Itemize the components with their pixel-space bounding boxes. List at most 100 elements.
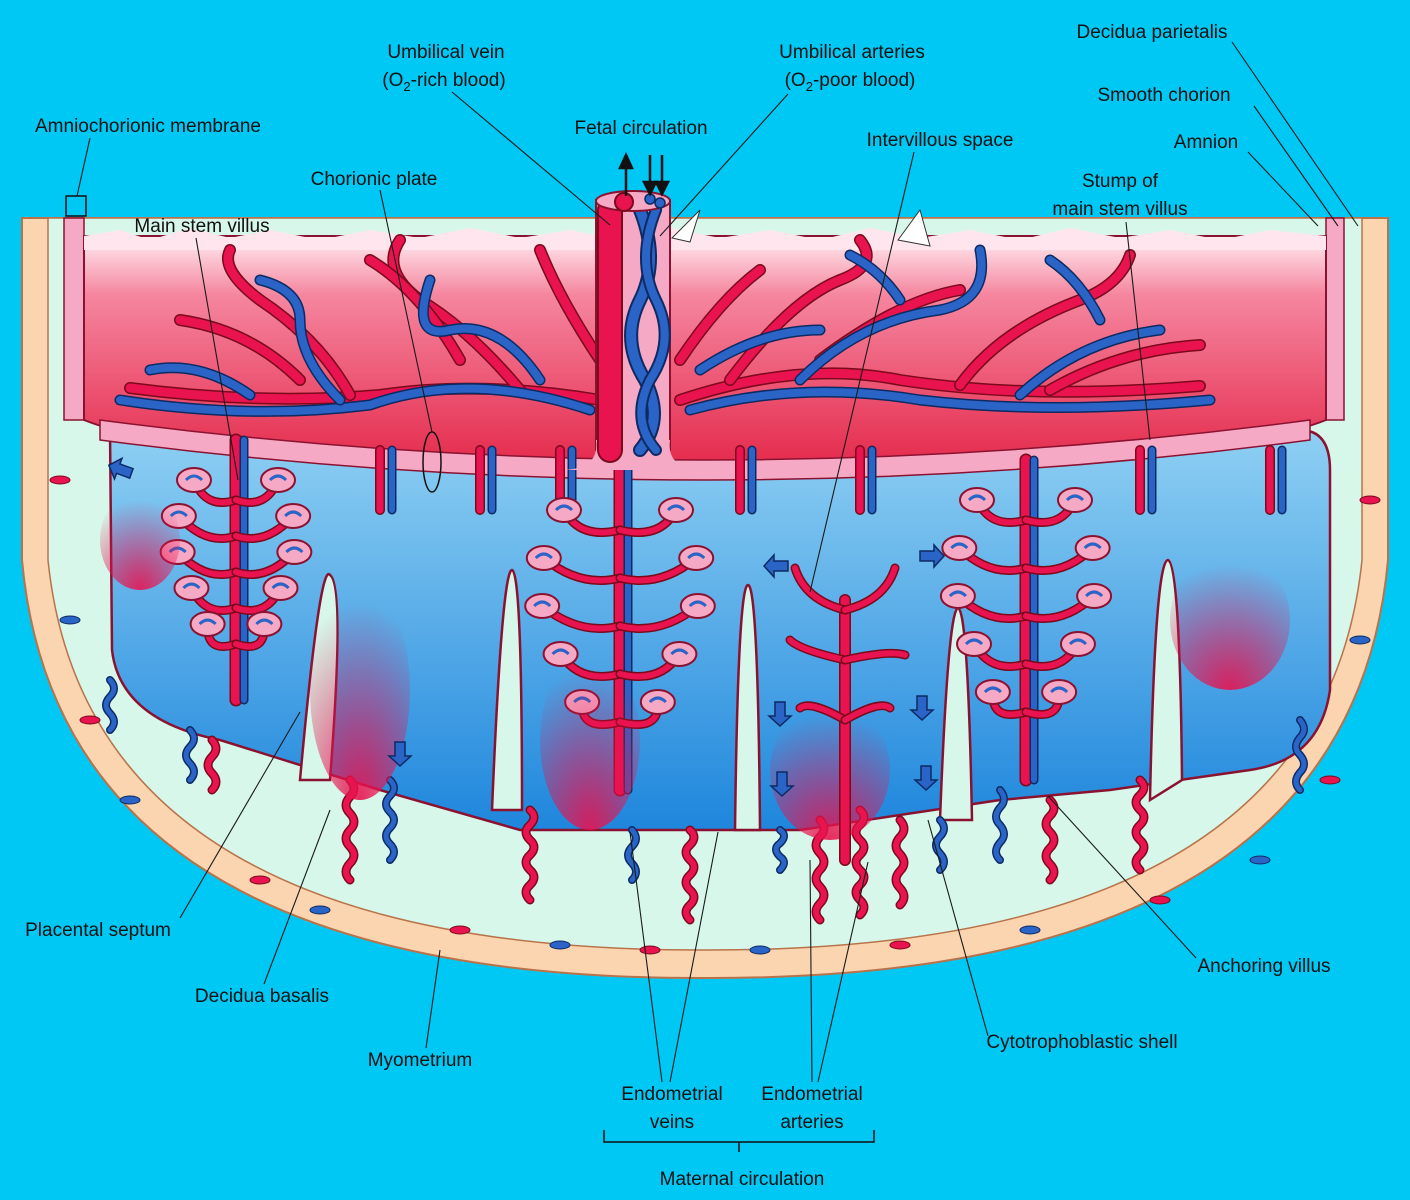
tree-0-villus-4-l [189, 611, 226, 637]
decidual-vessel-section-13 [1249, 855, 1271, 865]
fountain-right-mid [842, 650, 908, 663]
spiral-artery-7 [1133, 777, 1147, 873]
chorionic-artery-11 [675, 265, 765, 365]
label-amnion: Amnion [1174, 132, 1238, 153]
label-amniochorionic-membrane: Amniochorionic membrane [35, 116, 261, 137]
flow-arrow-down-2-shape [769, 771, 795, 798]
chorionic-artery-4 [175, 315, 305, 385]
flow-arrow-down-4 [913, 765, 939, 792]
label-maternal-circulation: Maternal circulation [660, 1169, 825, 1190]
maternal-circulation-bracket [603, 1130, 875, 1152]
decidual-vessel-section-0 [49, 475, 71, 485]
label-umbilical-arteries-sub: (O2-poor blood) [785, 70, 916, 94]
tree-1-capillary-3-l [551, 648, 570, 656]
label-endometrial-veins-2: veins [650, 1112, 694, 1133]
fountain-right-low [842, 702, 893, 723]
maternal-vein-6 [1293, 717, 1307, 793]
flow-arrow-up-left-shape [107, 456, 135, 482]
spiral-artery-0 [205, 737, 219, 793]
tree-2-villus-3-l [956, 631, 993, 657]
chorionic-artery-3 [223, 245, 355, 400]
label-decidua-basalis: Decidua basalis [195, 986, 329, 1007]
chorionic-vein-3 [146, 363, 254, 399]
flow-arrow-up-left [107, 456, 135, 482]
leader-lines [76, 41, 1359, 1083]
decidual-vessel-section-6 [449, 925, 471, 935]
label-umbilical-vein-sub: (O2-rich blood) [382, 70, 505, 94]
maternal-blood-jet-2 [770, 700, 890, 840]
chorionic-vein-0 [116, 384, 594, 416]
label-main-stem-villus: Main stem villus [134, 216, 269, 237]
tree-1-villus-1-l [525, 545, 562, 571]
tree-2-villus-4-l [974, 679, 1011, 705]
tree-0-capillary-3-r [271, 582, 290, 590]
chorionic-vessel-network [114, 234, 1287, 515]
tree-1-capillary-1-r [687, 552, 706, 560]
tree-1-capillary-0-r [666, 504, 686, 512]
tree-2-capillary-2-r [1085, 590, 1104, 598]
amniochorionic-marker [65, 195, 87, 217]
tree-1-villus-2-l [524, 593, 561, 619]
decidual-vessel-section-2 [79, 715, 101, 725]
flow-arrow-down-2 [769, 771, 795, 798]
tree-2-villus-1-r [1074, 535, 1111, 561]
tree-1-villus-4-r [639, 689, 676, 715]
tree-2-villus-4-r [1041, 679, 1078, 705]
spiral-artery-6 [893, 817, 907, 908]
spiral-artery-8 [1043, 797, 1057, 883]
decidual-vessel-section-1 [59, 615, 81, 625]
fetal-circulation-arrows [618, 152, 671, 197]
chorionic-vein-2 [256, 276, 344, 404]
tree-1-villus-1-r [678, 545, 715, 571]
tree-1-capillary-4-r [648, 696, 667, 704]
maternal-vein-7 [103, 677, 117, 733]
decidual-vessel-section-14 [1319, 775, 1341, 785]
tree-1-villus-2-r [679, 593, 716, 619]
tree-0-capillary-0-r [268, 474, 288, 482]
maternal-vein-5 [993, 787, 1007, 863]
chorionic-artery-9 [1045, 340, 1205, 395]
label-decidua-parietalis: Decidua parietalis [1076, 22, 1227, 43]
tree-2-capillary-4-r [1050, 686, 1069, 694]
tree-2-villus-1-l [941, 535, 978, 561]
maternal-blood-jet-3 [1170, 550, 1290, 690]
maternal-blood-jet-1 [540, 650, 640, 830]
decidual-vessel-section-11 [1019, 925, 1041, 935]
spiral-artery-3 [683, 827, 697, 923]
tree-2-capillary-3-r [1068, 638, 1088, 646]
label-cytotrophoblastic-shell: Cytotrophoblastic shell [986, 1032, 1177, 1053]
decidual-vessel-section-9 [749, 945, 771, 955]
label-umbilical-arteries: Umbilical arteries [779, 42, 925, 63]
label-stump-line1: Stump of [1082, 171, 1159, 192]
tree-2-villus-2-r [1076, 583, 1113, 609]
label-endometrial-arteries-2: arteries [780, 1112, 843, 1133]
label-stump-line2: main stem villus [1052, 199, 1187, 220]
flow-arrow-down-4-shape [913, 765, 939, 792]
maternal-vessels [49, 475, 1381, 955]
tree-1-capillary-1-l [534, 552, 553, 560]
tree-2-capillary-2-l [948, 590, 967, 598]
tree-2-capillary-1-r [1083, 542, 1102, 550]
tree-2-capillary-0-r [1065, 494, 1085, 502]
flow-arrow-down-5 [387, 741, 413, 768]
smooth-chorion-right [1325, 217, 1345, 421]
flow-arrow-left [762, 553, 789, 579]
villous-trees [159, 433, 1113, 797]
maternal-vein-4 [933, 817, 947, 873]
fountain-left-low [797, 702, 848, 723]
tree-2-villus-0-l [959, 487, 995, 513]
stump-wedge [897, 208, 931, 247]
maternal-blood-jet-0 [310, 580, 410, 800]
label-intervillous-space: Intervillous space [867, 130, 1014, 151]
intervillous-flow-arrows [107, 456, 946, 866]
fountain-left-top [792, 565, 848, 613]
tree-0-villus-3-r [262, 575, 299, 601]
chorionic-vein-4 [686, 388, 1214, 414]
tree-2-capillary-0-l [967, 494, 987, 502]
decidual-vessel-section-10 [889, 940, 911, 950]
chorionic-vein-1 [419, 276, 544, 384]
chorionic-vein-9 [696, 326, 824, 374]
label-myometrium: Myometrium [368, 1050, 473, 1071]
